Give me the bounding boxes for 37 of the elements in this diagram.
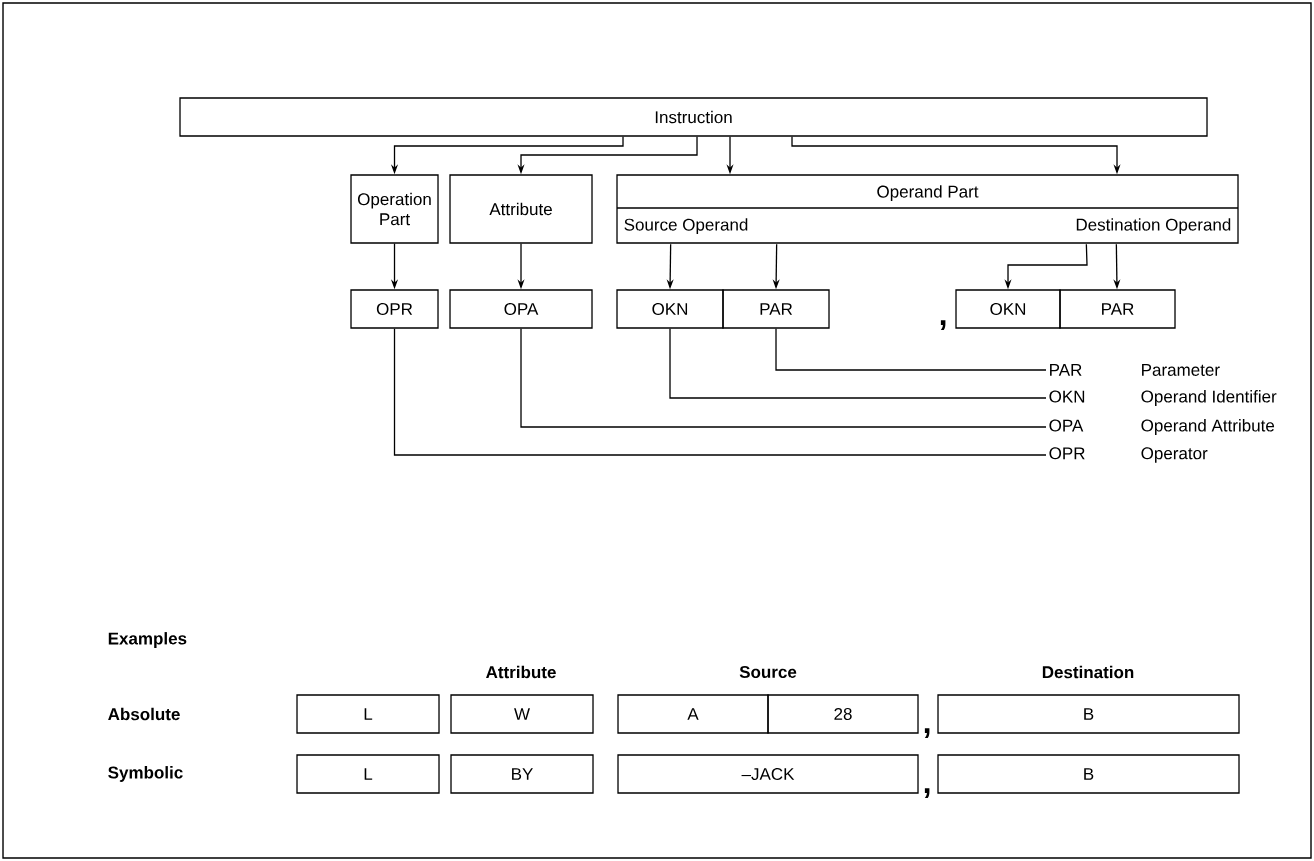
example-cell: BY	[450, 754, 594, 794]
leader-line	[520, 328, 1047, 428]
abbreviation-entry: OPR Operator	[1049, 447, 1208, 463]
field-label: Destination Operand	[1076, 218, 1231, 235]
abbreviation-entry: OPA Operand Attribute	[1049, 419, 1275, 435]
example-cell: L	[296, 694, 440, 734]
field-box: Operation Part	[350, 174, 439, 244]
example-cell: B	[937, 754, 1240, 794]
abbreviation-entry: OKN Operand Identifier	[1049, 390, 1277, 406]
field-box: Attribute	[449, 174, 593, 244]
example-cell: –JACK	[617, 754, 919, 794]
field-box: OPA	[449, 289, 593, 329]
leader-line	[669, 328, 1047, 399]
row-label: Absolute	[108, 707, 180, 721]
row-label: Symbolic	[108, 766, 183, 782]
section-heading: Examples	[108, 632, 187, 648]
instruction-box: Instruction	[179, 97, 1208, 137]
comma: ,	[940, 320, 946, 330]
example-cell: W	[450, 694, 594, 734]
field-box: OKN	[616, 289, 724, 329]
comma: ,	[924, 728, 930, 738]
abbreviation-entry: PAR Parameter	[1050, 364, 1220, 376]
field-box: PAR	[722, 289, 830, 329]
example-cell: 28	[767, 694, 919, 734]
field-box: OPR	[350, 289, 439, 329]
field-box: OKN	[955, 289, 1061, 329]
example-cell: A	[617, 694, 769, 734]
column-heading: Destination	[1042, 665, 1134, 679]
column-heading: Attribute	[486, 665, 556, 679]
leader-line	[775, 328, 1047, 371]
example-cell: B	[937, 694, 1240, 734]
example-cell: L	[296, 754, 440, 794]
field-label: Source Operand	[624, 218, 748, 235]
comma: ,	[924, 788, 930, 798]
column-heading: Source	[739, 666, 797, 678]
field-box: PAR	[1059, 289, 1176, 329]
leader-line	[393, 328, 1047, 456]
